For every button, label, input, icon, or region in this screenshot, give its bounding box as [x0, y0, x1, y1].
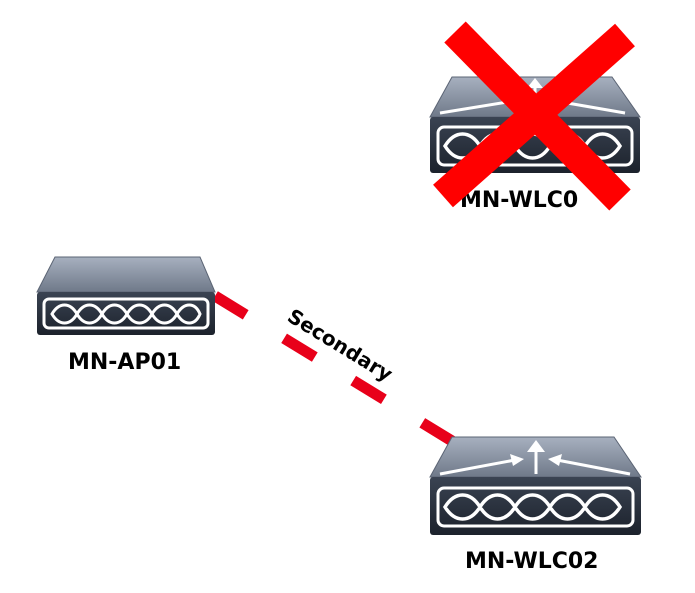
access-point-icon — [36, 256, 216, 335]
controller-wlc02[interactable]: MN-WLC02 — [429, 436, 642, 574]
secondary-link-line — [212, 291, 455, 446]
access-point-ap01[interactable]: MN-AP01 — [36, 256, 216, 375]
wlc01-label: MN-WLC0 — [460, 188, 578, 213]
secondary-link — [212, 291, 455, 446]
controller-wlc01[interactable]: MN-WLC0 — [429, 21, 641, 213]
x-mark-icon — [433, 21, 635, 211]
wireless-controller-icon — [429, 436, 642, 535]
ap01-label: MN-AP01 — [68, 350, 181, 375]
wlc02-label: MN-WLC02 — [465, 549, 599, 574]
